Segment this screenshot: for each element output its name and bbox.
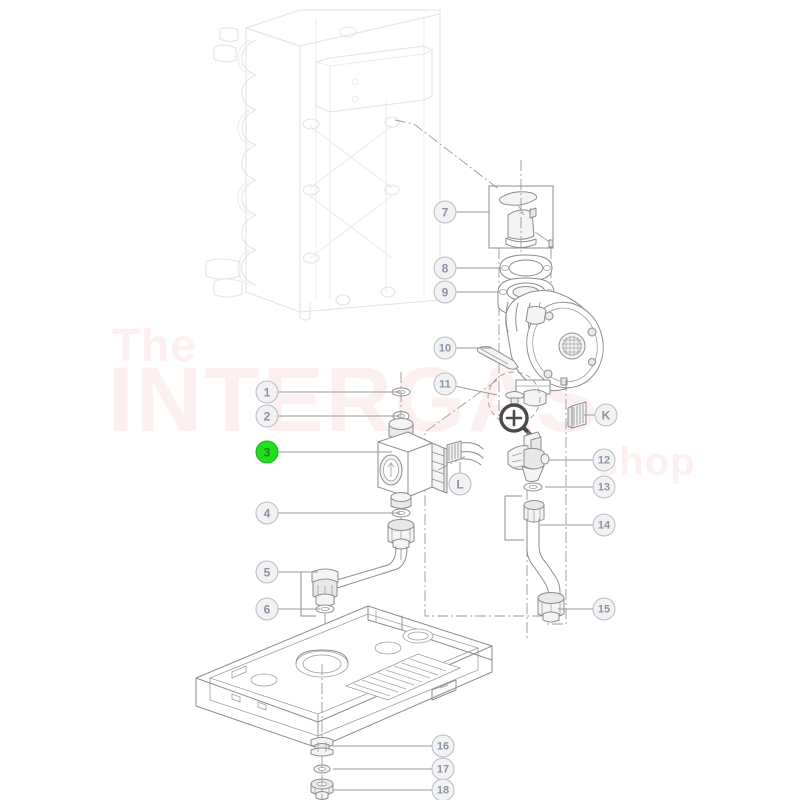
pump-bracket-clip (476, 346, 519, 370)
assembly-boundary-right (545, 380, 567, 625)
assembly-centerline-upper (394, 119, 501, 191)
callout-12[interactable]: 12 (592, 448, 616, 472)
callout-label: L (456, 478, 463, 492)
callout-3[interactable]: 3 (255, 440, 279, 464)
callout-9[interactable]: 9 (433, 280, 457, 304)
callout-circle[interactable] (255, 560, 279, 584)
callout-k[interactable]: K (594, 403, 618, 427)
assembly-boundary-left (424, 379, 545, 617)
callout-10[interactable]: 10 (433, 336, 457, 360)
callout-13[interactable]: 13 (592, 475, 616, 499)
diverter-valve-body (507, 429, 550, 482)
callout-circle[interactable] (255, 404, 279, 428)
callout-15[interactable]: 15 (592, 597, 616, 621)
callout-circle[interactable] (592, 475, 616, 499)
callout-circle[interactable] (255, 501, 279, 525)
callout-16[interactable]: 16 (431, 734, 455, 758)
callout-circle[interactable] (448, 472, 472, 496)
callout-label: 8 (442, 262, 449, 276)
callout-label: 12 (598, 455, 610, 467)
callout-label: 6 (264, 603, 271, 617)
leader-line (456, 385, 498, 396)
callout-circle[interactable] (592, 597, 616, 621)
callout-circle[interactable] (255, 440, 279, 464)
base-tray-vent (344, 653, 462, 701)
callout-label: 14 (598, 520, 611, 532)
circulation-pump (476, 290, 604, 407)
callout-circle[interactable] (255, 380, 279, 404)
callout-circle[interactable] (433, 280, 457, 304)
callout-1[interactable]: 1 (255, 380, 279, 404)
callout-label: 2 (264, 410, 271, 424)
callout-circle[interactable] (433, 256, 457, 280)
callout-circle[interactable] (433, 200, 457, 224)
callout-label: K (602, 409, 611, 423)
callout-label: 9 (442, 286, 449, 300)
callout-5[interactable]: 5 (255, 560, 279, 584)
callout-circle[interactable] (255, 597, 279, 621)
callout-label: 4 (264, 507, 271, 521)
callout-label: 11 (439, 379, 451, 391)
callout-7[interactable]: 7 (433, 200, 457, 224)
heat-exchanger (205, 9, 441, 321)
callout-label: 5 (264, 566, 271, 580)
boiler-base-tray (195, 605, 493, 749)
return-pipe (504, 482, 565, 623)
gas-valve-terminal-ribs (431, 442, 448, 494)
callout-label: 1 (264, 386, 271, 400)
callout-label: 17 (437, 764, 449, 776)
pump-vent-grille (558, 332, 586, 360)
callout-circle[interactable] (431, 778, 455, 800)
callout-circle[interactable] (592, 513, 616, 537)
callout-circle[interactable] (592, 448, 616, 472)
callout-circle[interactable] (433, 372, 457, 396)
callout-label: 10 (439, 343, 451, 355)
callout-18[interactable]: 18 (431, 778, 455, 800)
callout-14[interactable]: 14 (592, 513, 616, 537)
watermark-line-the: The (112, 319, 197, 371)
callout-label: 3 (264, 446, 271, 460)
gas-supply-pipe (311, 519, 415, 614)
callout-label: 7 (442, 206, 449, 220)
callout-2[interactable]: 2 (255, 404, 279, 428)
callout-label: 15 (598, 604, 610, 616)
callout-label: 16 (437, 741, 449, 753)
callout-label: 13 (598, 482, 610, 494)
callout-4[interactable]: 4 (255, 501, 279, 525)
wiring-connector-k (567, 401, 587, 429)
callout-circle[interactable] (431, 734, 455, 758)
base-fasteners (310, 737, 334, 800)
bracket-callout-14 (504, 495, 524, 541)
gas-valve-block (377, 418, 448, 509)
callout-17[interactable]: 17 (431, 757, 455, 781)
wiring-connector-l (446, 440, 484, 473)
callout-l[interactable]: L (448, 472, 472, 496)
callout-circle[interactable] (433, 336, 457, 360)
callout-6[interactable]: 6 (255, 597, 279, 621)
callout-circle[interactable] (594, 403, 618, 427)
callout-11[interactable]: 11 (433, 372, 457, 396)
callout-label: 18 (437, 785, 449, 797)
callout-8[interactable]: 8 (433, 256, 457, 280)
